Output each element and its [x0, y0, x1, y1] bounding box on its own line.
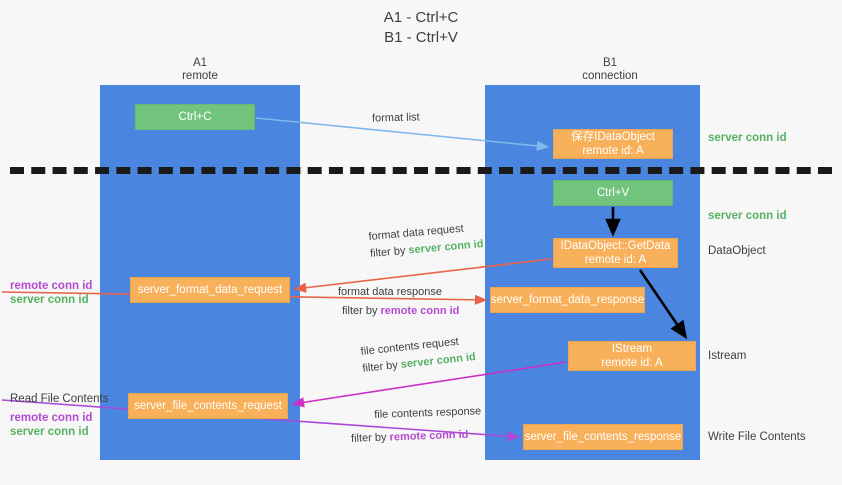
server-conn-id-token-1: server conn id: [407, 238, 484, 257]
phase-divider: [10, 167, 832, 174]
flow-filter-format-data-response: filter by remote conn id: [338, 304, 459, 319]
note-conn-ids-lower: remote conn id server conn id: [10, 411, 92, 439]
note-remote-conn-id-2: remote conn id: [10, 412, 93, 424]
title-line-2: B1 - Ctrl+V: [384, 29, 458, 46]
column-b1-sub: connection: [582, 70, 638, 82]
flow-label-format-list-text: format list: [371, 111, 420, 125]
note-remote-conn-id-1: remote conn id: [10, 280, 93, 292]
node-idataobject-getdata[interactable]: IDataObject::GetData remote id: A: [553, 238, 678, 268]
node-server-format-data-request[interactable]: server_format_data_request: [130, 277, 290, 303]
flow-label-format-list: format list: [372, 110, 420, 126]
flow-filter-file-contents-response: filter by remote conn id: [351, 427, 482, 447]
remote-conn-id-token-2: remote conn id: [389, 428, 469, 444]
column-header-a1: A1 remote: [130, 57, 270, 83]
column-a1-sub: remote: [182, 70, 218, 82]
flow-label-format-data-response-text: format data response: [338, 286, 442, 298]
note-server-conn-id-2: server conn id: [708, 210, 787, 222]
node-ctrl-c-label: Ctrl+C: [178, 111, 212, 123]
flow-label-file-contents-request: file contents request filter by server c…: [360, 333, 476, 377]
node-getdata-line2: remote id: A: [584, 254, 647, 266]
node-getdata-line1: IDataObject::GetData: [560, 240, 671, 252]
node-ctrl-c[interactable]: Ctrl+C: [135, 104, 255, 130]
node-ctrl-v-label: Ctrl+V: [596, 187, 630, 199]
filter-by-text-3: filter by: [361, 359, 399, 375]
node-server-format-data-response[interactable]: server_format_data_response: [490, 287, 645, 313]
node-idataobject-line2: remote id: A: [582, 145, 644, 157]
column-b1-name: B1: [602, 57, 618, 69]
remote-conn-id-token-1: remote conn id: [380, 305, 460, 317]
column-a1-name: A1: [192, 57, 208, 69]
node-istream[interactable]: IStream remote id: A: [568, 341, 696, 371]
node-ctrl-v[interactable]: Ctrl+V: [553, 180, 673, 206]
flow-label-format-data-request: format data request filter by server con…: [368, 220, 484, 262]
column-header-b1: B1 connection: [540, 57, 680, 83]
node-idataobject[interactable]: 保存IDataObject remote id: A: [553, 129, 673, 159]
node-server-file-contents-response-label: server_file_contents_response: [524, 431, 682, 443]
note-write-file-contents: Write File Contents: [708, 431, 806, 443]
node-idataobject-line1: 保存IDataObject: [571, 131, 655, 143]
filter-by-text-4: filter by: [350, 431, 387, 445]
node-server-file-contents-response[interactable]: server_file_contents_response: [523, 424, 683, 450]
note-read-file-contents: Read File Contents: [10, 393, 109, 405]
node-server-file-contents-request[interactable]: server_file_contents_request: [128, 393, 288, 419]
node-server-format-data-response-label: server_format_data_response: [490, 294, 645, 306]
node-istream-line1: IStream: [611, 343, 653, 355]
page-title: A1 - Ctrl+C B1 - Ctrl+V: [0, 8, 842, 48]
note-dataobject: DataObject: [708, 245, 766, 257]
note-server-conn-id-1: server conn id: [708, 132, 787, 144]
filter-by-text-1: filter by: [369, 244, 406, 260]
flow-label-file-contents-response-text: file contents response: [374, 405, 482, 421]
node-istream-line2: remote id: A: [601, 357, 663, 369]
title-line-1: A1 - Ctrl+C: [383, 9, 459, 26]
node-server-file-contents-request-label: server_file_contents_request: [134, 400, 282, 412]
flow-label-file-contents-response: file contents response filter by remote …: [351, 404, 482, 446]
note-server-conn-id-left-1: server conn id: [10, 294, 89, 306]
note-istream: Istream: [708, 350, 747, 362]
note-conn-ids-upper: remote conn id server conn id: [10, 279, 92, 307]
filter-by-text-2: filter by: [342, 305, 378, 317]
flow-label-format-data-response: format data response filter by remote co…: [338, 285, 459, 319]
note-server-conn-id-left-2: server conn id: [10, 426, 89, 438]
node-server-format-data-request-label: server_format_data_request: [137, 284, 283, 296]
